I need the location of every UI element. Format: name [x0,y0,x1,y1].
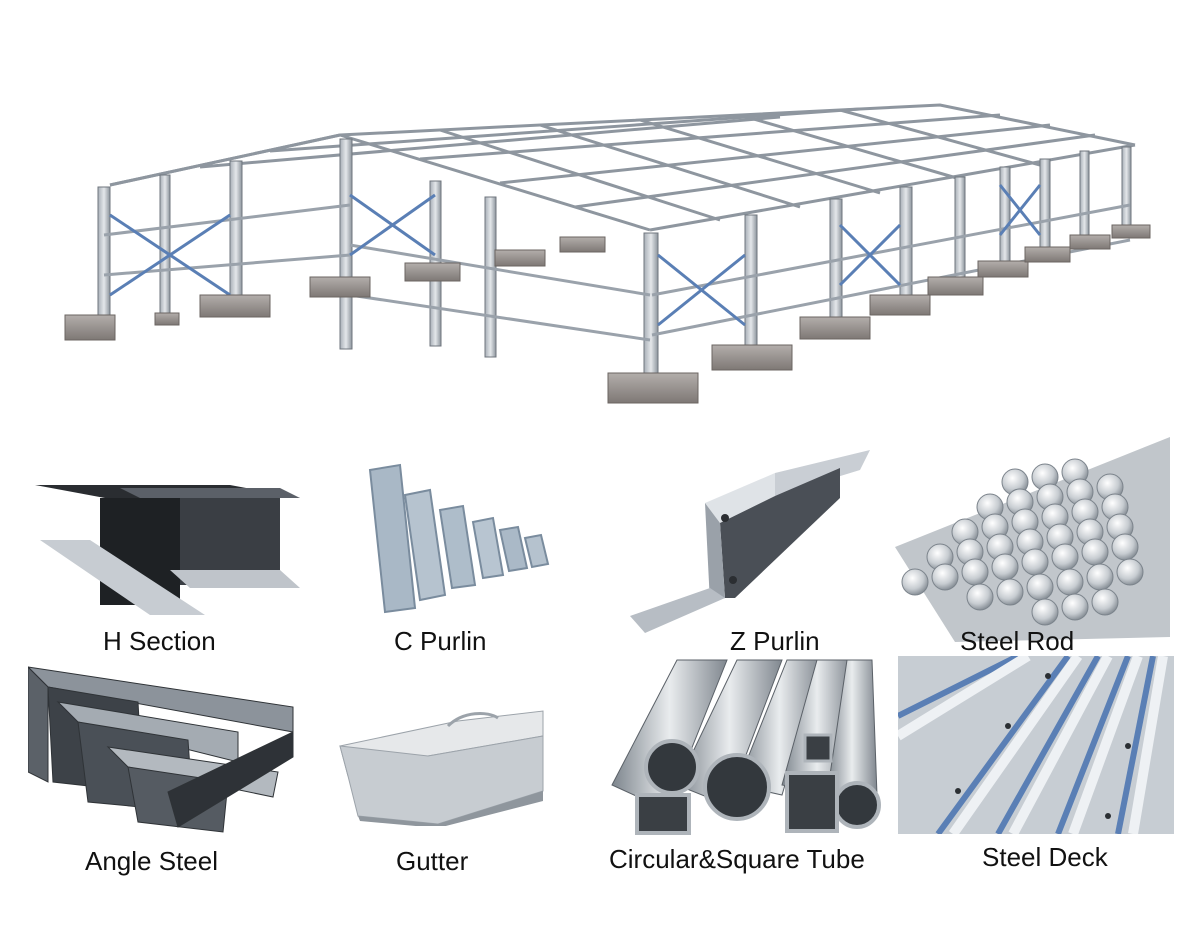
gutter-label: Gutter [396,846,469,876]
z-purlin-label: Z Purlin [730,626,820,656]
c-purlin-label: C Purlin [394,626,487,656]
steel-rod-image [895,437,1175,642]
h-section-label: H Section [103,626,216,656]
angle-steel-image [28,662,303,842]
angle-steel-label: Angle Steel [85,846,218,876]
tube-image [607,655,887,835]
steel-deck-image [898,656,1174,834]
tube-label: Circular&Square Tube [609,844,865,874]
steel-rod-label: Steel Rod [960,626,1075,656]
c-purlin-image [355,460,555,620]
steel-frame-illustration [40,95,1160,415]
gutter-image [338,706,548,826]
steel-deck-label: Steel Deck [982,842,1108,872]
z-purlin-image [625,448,875,638]
h-section-image [30,470,310,620]
